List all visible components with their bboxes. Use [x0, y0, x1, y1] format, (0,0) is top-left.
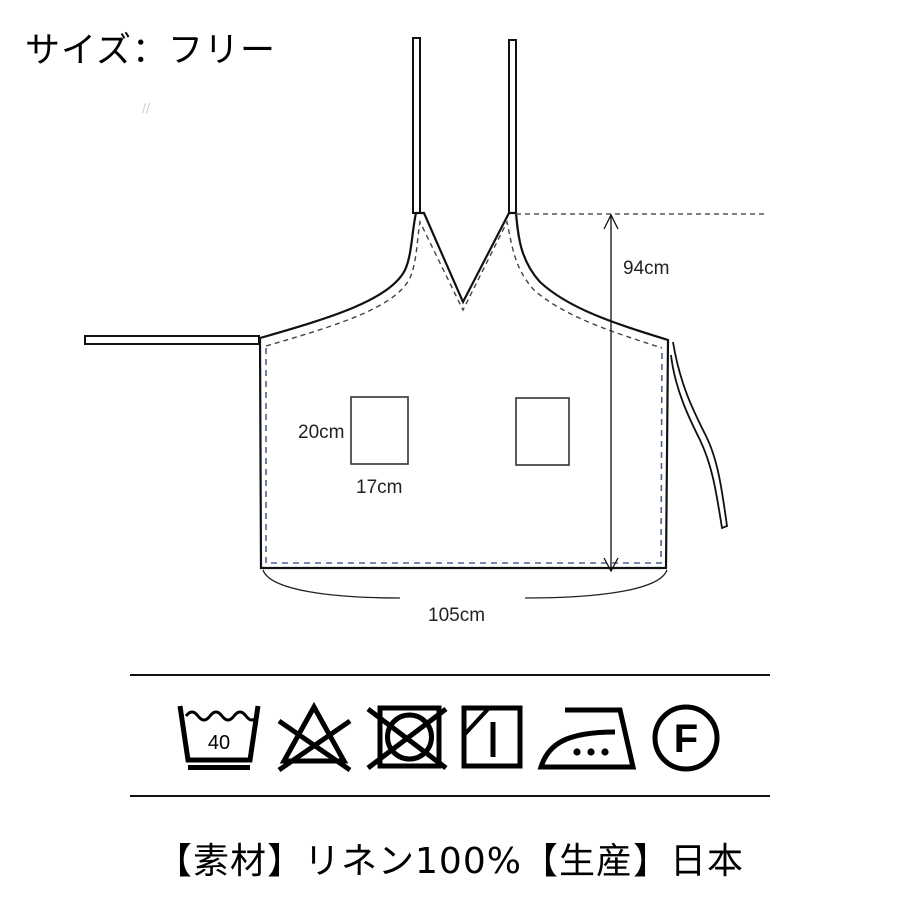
width-brace-right — [524, 569, 668, 599]
pocket-width-label: 17cm — [356, 477, 402, 498]
dry-clean-f-icon: F — [652, 704, 720, 772]
no-tumble-dry-icon — [366, 705, 448, 770]
apron-body — [258, 211, 670, 570]
divider-bottom — [130, 795, 770, 797]
material-origin-text: 【素材】リネン100%【生産】日本 — [156, 841, 744, 882]
iron-icon — [537, 707, 637, 770]
length-arrow-up-icon — [603, 213, 619, 230]
size-label: サイズ：フリー — [25, 31, 276, 71]
drip-dry-shade-icon — [461, 705, 523, 769]
divider-top — [130, 674, 770, 676]
apron-diagram: 94cm 20cm 17cm 105cm // — [84, 37, 768, 626]
neckline-stitch — [265, 219, 663, 349]
care-symbols: 40 F — [177, 701, 720, 773]
width-label: 105cm — [428, 605, 485, 626]
length-arrow-down-icon — [603, 557, 619, 573]
wash-40-icon: 40 — [177, 705, 261, 770]
right-waist-tie — [670, 341, 728, 530]
pocket-height-label: 20cm — [298, 422, 344, 443]
dry-clean-label: F — [674, 717, 698, 761]
no-bleach-icon — [277, 701, 352, 773]
right-pocket — [515, 397, 570, 466]
faint-mark: // — [142, 101, 151, 115]
length-label: 94cm — [623, 258, 669, 279]
wash-temp-label: 40 — [208, 732, 230, 754]
width-brace-left — [262, 569, 401, 599]
body-stitch — [265, 347, 663, 564]
left-pocket — [350, 396, 409, 465]
